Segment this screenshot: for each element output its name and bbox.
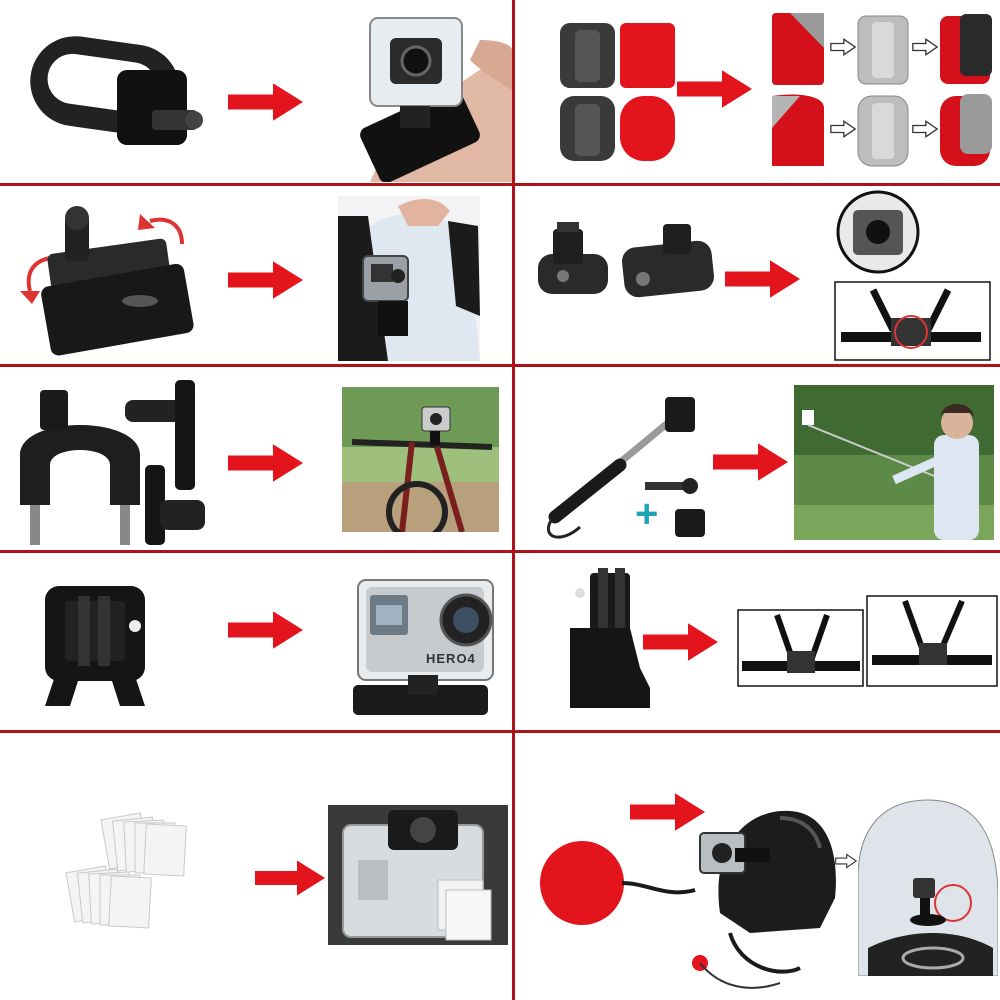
- anti-fog-inserts-icon: [65, 812, 187, 929]
- row-divider-4: [0, 730, 1000, 733]
- panel-extension-arms: [515, 186, 1000, 364]
- adhesive-pad-icon: [540, 841, 696, 925]
- panel-selfie-stick: +: [515, 367, 1000, 550]
- mount-application-icon: [772, 13, 992, 167]
- flat-curved-mount-icon: [560, 23, 675, 161]
- column-divider: [512, 0, 515, 1000]
- plus-icon: +: [635, 492, 659, 536]
- panel-chest-harness: [515, 553, 1000, 730]
- arrow-right-icon: [677, 70, 752, 108]
- camera-model-label: HERO4: [426, 651, 476, 666]
- car-mount-icon: [858, 799, 998, 976]
- panel-handlebar-mount: [0, 367, 512, 550]
- row-divider-1: [0, 183, 1000, 186]
- row-divider-3: [0, 550, 1000, 553]
- helmet-mount-icon: [692, 810, 836, 989]
- camera-on-backpack-icon: [338, 196, 480, 361]
- person-with-selfie-stick-icon: [794, 385, 994, 540]
- wrist-strap-mount-icon: [30, 36, 203, 145]
- camera-housing-icon: HERO4: [348, 575, 498, 725]
- chest-harness-camera-icon: [834, 190, 991, 361]
- arrow-right-icon: [713, 443, 788, 481]
- rotating-clip-icon: [20, 206, 194, 356]
- chest-harness-icon: [737, 595, 998, 687]
- j-hook-icon: [570, 568, 650, 708]
- row-divider-2: [0, 364, 1000, 367]
- arrow-right-icon: [725, 260, 800, 298]
- arrow-right-icon: [255, 860, 325, 896]
- housing-with-inserts-icon: [328, 805, 508, 945]
- arrow-right-icon: [228, 83, 303, 121]
- handlebar-mount-icon: [20, 380, 205, 545]
- panel-wrist-strap: [0, 0, 512, 183]
- extension-arm-icon: [538, 222, 714, 298]
- camera-on-bike-icon: [342, 387, 499, 532]
- camera-on-wrist-icon: [360, 17, 512, 182]
- panel-anti-fog-inserts: [0, 733, 512, 1000]
- small-arrow-icon: [835, 853, 857, 869]
- arrow-right-icon: [228, 444, 303, 482]
- arrow-right-icon: [228, 611, 303, 649]
- arrow-right-icon: [643, 623, 718, 661]
- selfie-stick-icon: [546, 397, 705, 539]
- buckle-icon: [45, 586, 145, 706]
- panel-quick-release-buckle: HERO4: [0, 553, 512, 730]
- panel-helmet-tether: [515, 733, 1000, 1000]
- arrow-right-icon: [228, 261, 303, 299]
- panel-backpack-clip: [0, 186, 512, 364]
- panel-adhesive-mounts: [515, 0, 1000, 183]
